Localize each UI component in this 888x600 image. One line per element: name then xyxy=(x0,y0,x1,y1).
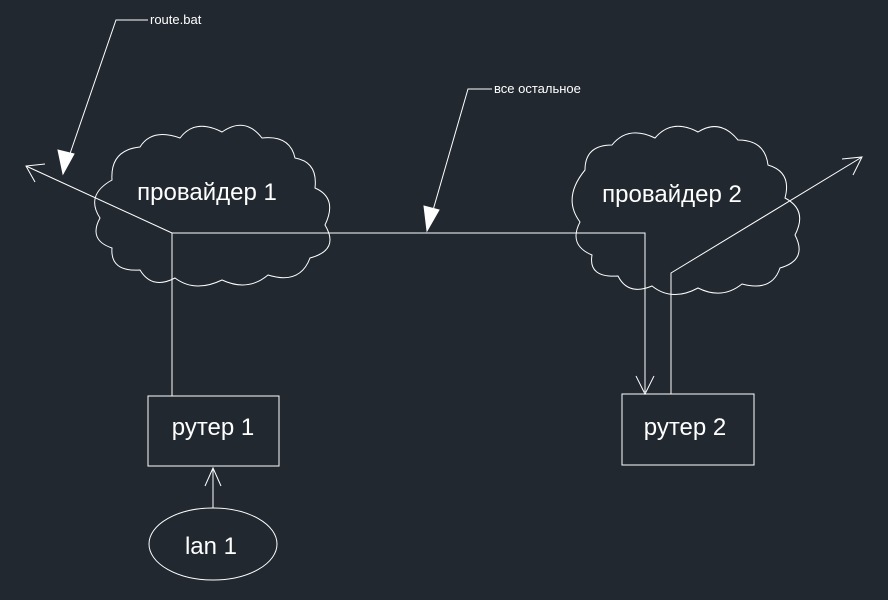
router-2-out-arrowhead xyxy=(841,156,863,176)
route-bat-leader-arrowhead xyxy=(57,149,75,176)
rest-leader-arrowhead xyxy=(423,205,440,233)
router-2-in-arrowhead xyxy=(635,375,655,396)
router-2-box xyxy=(621,393,755,466)
lan-1-label: lan 1 xyxy=(185,533,237,560)
router-1-label: рутер 1 xyxy=(172,414,255,441)
provider-1-out-line xyxy=(25,165,173,234)
cloud-provider-2 xyxy=(571,125,801,295)
router-1-box xyxy=(147,395,280,467)
lan-to-router-1-arrowhead xyxy=(204,466,222,487)
main-route-line xyxy=(171,232,646,396)
cloud-provider-2-label: провайдер 2 xyxy=(602,181,742,208)
route-bat-leader xyxy=(62,19,148,175)
rest-leader xyxy=(426,88,492,232)
router-2-label: рутер 2 xyxy=(644,414,727,441)
provider-1-out-arrowhead xyxy=(25,163,46,183)
route-bat-label: route.bat xyxy=(150,12,202,27)
cloud-provider-1-label: провайдер 1 xyxy=(137,179,277,206)
rest-label: все остальное xyxy=(494,81,581,96)
cloud-provider-1 xyxy=(94,124,331,287)
router-2-out-line xyxy=(670,156,863,394)
